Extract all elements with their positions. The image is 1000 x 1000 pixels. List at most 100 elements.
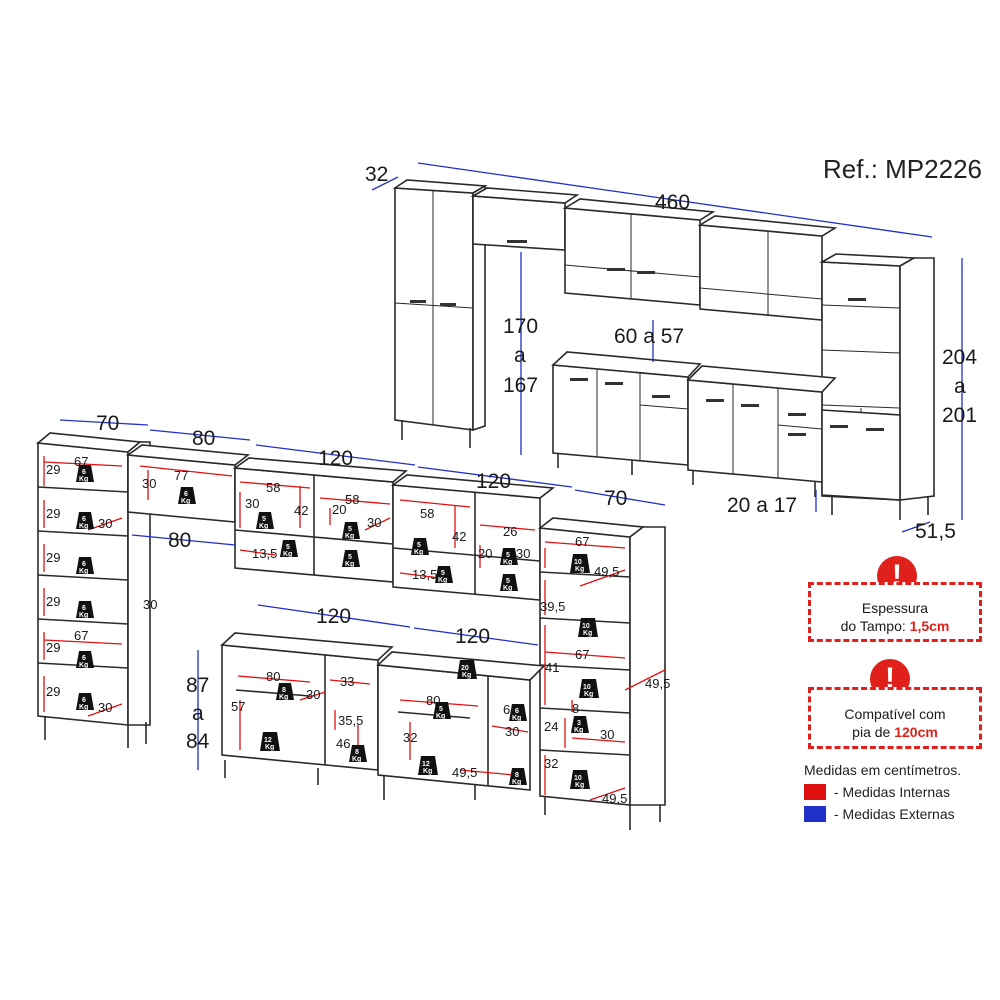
ua-30: 30 — [245, 496, 259, 511]
svg-text:Kg: Kg — [345, 561, 354, 568]
br-30: 30 — [142, 476, 156, 491]
svg-text:Kg: Kg — [283, 551, 292, 558]
weight-icon: 3Kg — [571, 716, 589, 734]
side-49-label: 49,5 — [645, 676, 670, 691]
lower-assembly — [36, 419, 666, 830]
svg-text:Kg: Kg — [423, 768, 432, 775]
tl-29e: 29 — [46, 640, 60, 655]
svg-text:Kg: Kg — [79, 662, 88, 669]
tr-67a: 67 — [575, 534, 589, 549]
upper-assembly — [371, 162, 963, 533]
tr-41: 41 — [545, 660, 559, 675]
upper-width-label: 460 — [655, 191, 690, 214]
tr-39: 39,5 — [540, 599, 565, 614]
tl-29d: 29 — [46, 594, 60, 609]
counter-height-2: a — [192, 702, 204, 725]
svg-text:6: 6 — [82, 697, 86, 704]
weight-icon: 5Kg — [280, 540, 298, 558]
gap-label: 60 a 57 — [614, 325, 684, 348]
svg-text:Kg: Kg — [583, 630, 592, 637]
ba-35: 35,5 — [338, 713, 363, 728]
svg-text:5: 5 — [506, 552, 510, 559]
svg-text:5: 5 — [286, 544, 290, 551]
svg-text:6: 6 — [82, 655, 86, 662]
tl-29c: 29 — [46, 550, 60, 565]
svg-text:8: 8 — [355, 749, 359, 756]
base-depth-label: 51,5 — [915, 520, 956, 543]
note-bottom-line1: Compatível com — [844, 706, 946, 722]
svg-text:Kg: Kg — [265, 744, 274, 751]
tl-29b: 29 — [46, 506, 60, 521]
feet-label: 20 a 17 — [727, 494, 797, 517]
weight-icon: 8Kg — [349, 745, 367, 763]
svg-text:5: 5 — [441, 570, 445, 577]
svg-text:Kg: Kg — [503, 559, 512, 566]
weight-icons: 6Kg 6Kg 6Kg 6Kg 6Kg 6Kg 6Kg 5Kg 5Kg 5Kg … — [76, 465, 599, 789]
weight-icon: 8Kg — [509, 768, 527, 786]
ua-30b: 30 — [367, 515, 381, 530]
br-77: 77 — [174, 468, 188, 483]
svg-text:Kg: Kg — [462, 672, 471, 679]
svg-text:Kg: Kg — [259, 523, 268, 530]
svg-text:Kg: Kg — [436, 713, 445, 720]
external-swatch — [804, 806, 826, 822]
svg-text:3: 3 — [577, 720, 581, 727]
ua-13: 13,5 — [252, 546, 277, 561]
svg-text:20: 20 — [461, 665, 469, 672]
reference-code: Ref.: MP2226 — [823, 154, 982, 184]
svg-text:5: 5 — [262, 516, 266, 523]
upper-depth-label: 32 — [365, 163, 388, 186]
ua-42: 42 — [294, 503, 308, 518]
bb-32: 32 — [403, 730, 417, 745]
svg-text:Kg: Kg — [79, 523, 88, 530]
svg-text:Kg: Kg — [575, 566, 584, 573]
span-80-label: 80 — [168, 529, 191, 552]
svg-text:Kg: Kg — [79, 704, 88, 711]
ba-57: 57 — [231, 699, 245, 714]
lower-width-4: 120 — [476, 470, 511, 493]
svg-text:12: 12 — [422, 761, 430, 768]
note-top-line2: do Tampo: 1,5cm — [840, 618, 950, 634]
weight-icon: 8Kg — [276, 683, 294, 701]
lower-width-5: 70 — [604, 487, 627, 510]
ub-20: 20 — [478, 546, 492, 561]
ua-58: 58 — [266, 480, 280, 495]
tl-29f: 29 — [46, 684, 60, 699]
svg-text:Kg: Kg — [438, 577, 447, 584]
ba-33: 33 — [340, 674, 354, 689]
counter-height-1: 87 — [186, 674, 209, 697]
note-top-line1: Espessura — [861, 600, 929, 616]
svg-text:10: 10 — [583, 684, 591, 691]
lower-width-1: 70 — [96, 412, 119, 435]
ua-58b: 58 — [345, 492, 359, 507]
weight-icon: 6Kg — [76, 693, 94, 711]
ba-30: 30 — [306, 687, 320, 702]
svg-text:8: 8 — [282, 687, 286, 694]
weight-icon: 6Kg — [76, 557, 94, 575]
weight-icon: 5Kg — [500, 574, 518, 592]
legend-internal-label: - Medidas Internas — [834, 784, 950, 800]
tr-8: 8 — [572, 701, 579, 716]
counter-height-3: 84 — [186, 730, 210, 753]
wall-height-3: 167 — [503, 374, 538, 397]
tr-24: 24 — [544, 719, 558, 734]
weight-icon: 5Kg — [411, 538, 429, 556]
legend-title: Medidas em centímetros. — [804, 762, 962, 778]
upper-height-1: 204 — [942, 346, 977, 369]
tr-32: 32 — [544, 756, 558, 771]
bb-30: 30 — [505, 724, 519, 739]
svg-text:5: 5 — [348, 526, 352, 533]
ub-58: 58 — [420, 506, 434, 521]
weight-icon: 5Kg — [433, 702, 451, 720]
ba-46: 46 — [336, 736, 350, 751]
svg-text:12: 12 — [264, 737, 272, 744]
weight-icon: 6Kg — [509, 704, 527, 722]
upper-height-3: 201 — [942, 404, 977, 427]
legend-external-label: - Medidas Externas — [834, 806, 955, 822]
